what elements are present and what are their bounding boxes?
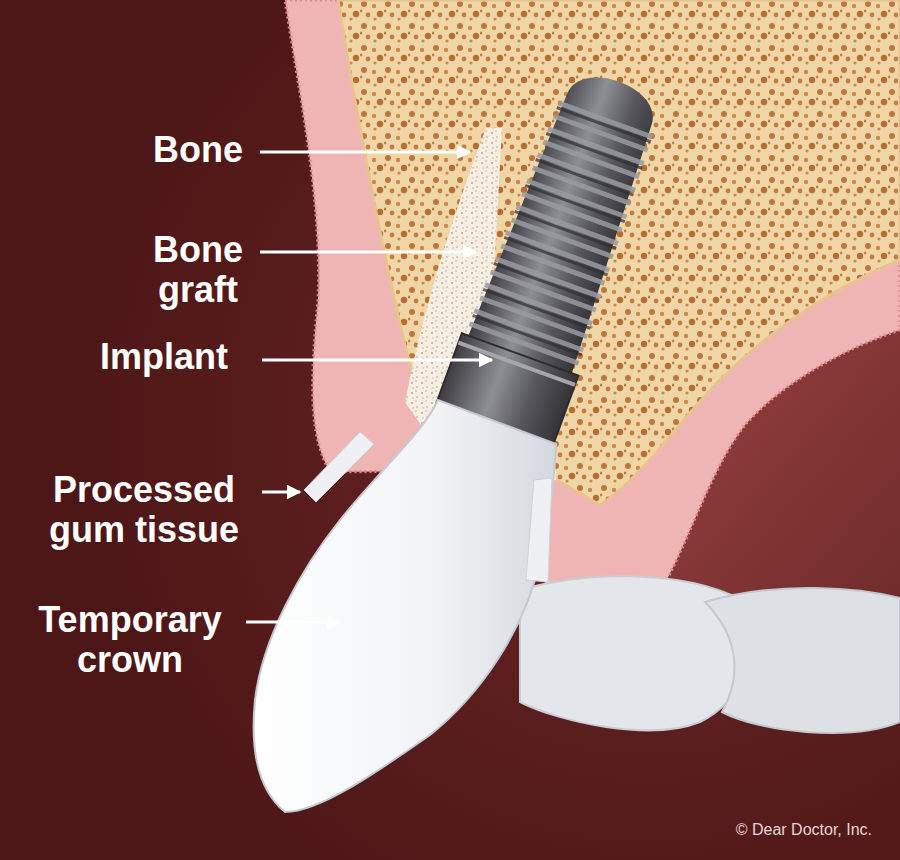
label-text: © Dear Doctor, Inc. [736,821,872,838]
part-label: Implant [74,337,254,377]
label-text: Implant [100,336,228,377]
label-text: Bone [153,129,243,170]
part-label: Processed gum tissue [34,470,254,550]
part-label: Temporary crown [20,600,240,680]
label-text: Temporary crown [38,599,221,680]
label-text: Processed gum tissue [49,469,239,550]
copyright-note: © Dear Doctor, Inc. [600,820,872,840]
label-text: Bone graft [153,229,243,310]
part-label: Bone graft [133,230,263,310]
part-label: Bone [133,130,263,170]
leader-lines [246,152,492,622]
